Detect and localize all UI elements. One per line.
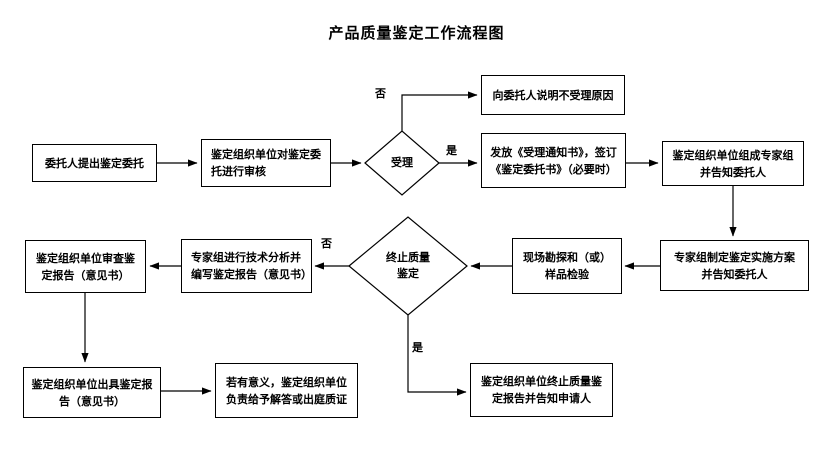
node-text-line: 并告知委托人 — [701, 267, 768, 281]
node-text-line: 鉴定组织单位审查鉴 — [36, 251, 135, 265]
node-issue-notice: 发放《受理通知书》，签订 《鉴定委托书》（必要时） — [481, 133, 626, 188]
node-text-line: 定报告并告知申请人 — [492, 392, 591, 405]
terminate-decision-diamond — [348, 216, 468, 316]
node-text-line: 专家组制定鉴定实施方案 — [674, 250, 795, 264]
label-terminate-no: 否 — [321, 237, 332, 250]
node-client-request: 委托人提出鉴定委托 — [32, 144, 157, 182]
node-review-report: 鉴定组织单位审查鉴 定报告（意见书） — [25, 240, 146, 293]
node-text-line: 专家组进行技术分析并 — [191, 251, 301, 264]
node-text-line: 《鉴定委托书》（必要时） — [490, 162, 617, 176]
node-text-line: 定报告（意见书） — [41, 268, 130, 282]
accept-decision-diamond — [364, 130, 440, 196]
node-text-line: 并告知委托人 — [700, 165, 766, 179]
node-text-line: 发放《受理通知书》，签订 — [490, 145, 617, 159]
node-text-line: 向委托人说明不受理原因 — [492, 88, 614, 102]
node-make-plan: 专家组制定鉴定实施方案 并告知委托人 — [660, 240, 809, 291]
node-terminate-report: 鉴定组织单位终止质量鉴 定报告并告知申请人 — [470, 363, 613, 417]
node-org-review: 鉴定组织单位对鉴定委 托进行审核 — [201, 139, 331, 187]
node-text-line: 若有意义，鉴定组织单位 — [226, 375, 347, 389]
node-text-line: 负责给予解答或出庭质证 — [226, 392, 347, 406]
label-accept-yes: 是 — [446, 144, 457, 157]
node-text-line: 鉴定组织单位终止质量鉴 — [481, 375, 602, 388]
label-accept-no: 否 — [375, 87, 386, 100]
node-explain-rejection: 向委托人说明不受理原因 — [481, 75, 625, 115]
node-text-line: 编写鉴定报告（意见书） — [191, 268, 312, 281]
node-issue-report: 鉴定组织单位出具鉴定报 告（意见书） — [23, 367, 161, 418]
node-text-line: 鉴定组织单位组成专家组 — [672, 148, 794, 162]
arrow-terminate-yes-to-report — [407, 315, 467, 396]
node-text-line: 现场勘探和（或） — [523, 251, 611, 264]
node-text-line: 样品检验 — [545, 268, 589, 281]
node-answer-objection: 若有意义，鉴定组织单位 负责给予解答或出庭质证 — [215, 363, 358, 418]
diagram-title: 产品质量鉴定工作流程图 — [328, 24, 505, 42]
node-text-line: 告（意见书） — [59, 394, 125, 408]
node-site-survey: 现场勘探和（或） 样品检验 — [512, 238, 622, 294]
node-text-line: 委托人提出鉴定委托 — [45, 156, 144, 170]
node-text-line: 鉴定组织单位对鉴定委 — [211, 148, 321, 161]
node-text-line: 鉴定组织单位出具鉴定报 — [31, 377, 153, 391]
node-form-expert-group: 鉴定组织单位组成专家组 并告知委托人 — [662, 141, 804, 186]
arrow-accept-no-to-explain — [401, 91, 478, 131]
node-tech-analysis: 专家组进行技术分析并 编写鉴定报告（意见书） — [181, 239, 312, 293]
label-terminate-yes: 是 — [412, 341, 423, 354]
node-text-line: 托进行审核 — [211, 165, 266, 178]
